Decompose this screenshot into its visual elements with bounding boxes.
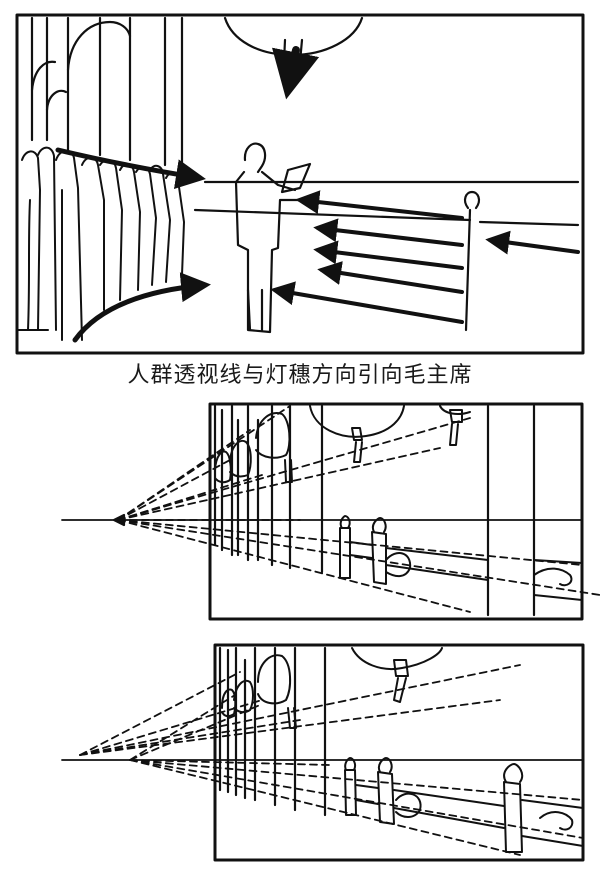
panel-3	[61, 643, 585, 862]
panel-1-figure	[234, 142, 312, 334]
panel-1-frame	[15, 13, 585, 355]
panel-2-lanterns	[214, 405, 471, 484]
panel-3-frame	[213, 643, 585, 862]
panel-1-crowd-arrow-bottom	[72, 272, 211, 343]
panel-1	[15, 13, 585, 355]
panel-3-columns	[218, 646, 327, 817]
panel-3-lanterns	[221, 647, 443, 718]
panel-2	[61, 402, 600, 621]
panel-1-tassel-arrow	[271, 46, 320, 100]
panel-1-columns	[30, 16, 184, 172]
panel-3-railing	[344, 757, 584, 853]
panel-2-columns	[213, 404, 536, 617]
panel-2-frame	[208, 402, 584, 621]
panel-1-railing-arrows	[270, 190, 580, 324]
figure-caption: 人群透视线与灯穗方向引向毛主席	[127, 363, 473, 388]
panel-3-tassels	[287, 659, 409, 729]
panel-2-tassels	[284, 409, 463, 483]
panel-1-crowd	[17, 146, 185, 341]
panel-2-railing	[339, 515, 583, 601]
panel-1-railing	[193, 180, 580, 332]
panel-1-crowd-arrow-top	[55, 147, 206, 190]
